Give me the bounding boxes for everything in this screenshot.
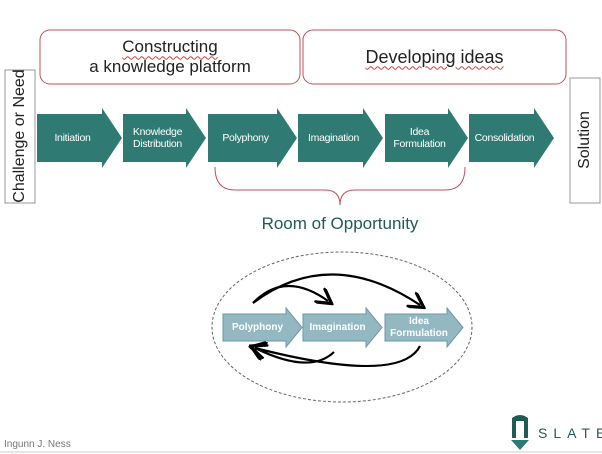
- process-step-label-line1: Initiation: [54, 131, 91, 144]
- slate-logo-icon: [511, 415, 529, 450]
- room-of-opportunity-label: Room of Opportunity: [261, 214, 419, 234]
- phase-developing-label: Developing ideas: [365, 46, 504, 67]
- phase-constructing-line2: a knowledge platform: [89, 57, 251, 76]
- room-brace: [214, 166, 466, 206]
- cycle-step-label-line1: Idea: [408, 316, 429, 327]
- cycle-step-label-line2: Formulation: [390, 327, 448, 339]
- process-step-label-line2: Distribution: [133, 138, 182, 150]
- cycle-step-arrow-1: [302, 306, 383, 349]
- process-step-label: Polyphony: [208, 110, 283, 166]
- slate-logo-text: SLATE: [538, 425, 602, 441]
- process-step-arrow-3: [298, 108, 383, 168]
- room-ellipse: [211, 251, 473, 403]
- cycle-step-arrow-2: [384, 306, 464, 349]
- process-step-arrow-4: [385, 108, 468, 168]
- process-step-arrow-5: [469, 108, 554, 168]
- cycle-step-label-line1: Polyphony: [231, 321, 284, 333]
- process-step-label-line1: Idea: [409, 125, 430, 138]
- phase-developing: Developing ideas: [303, 30, 566, 84]
- process-step-arrow-0: [37, 108, 122, 168]
- process-step-label: Initiation: [37, 110, 108, 166]
- phase-box-constructing: [39, 29, 301, 85]
- process-step-arrow-2: [208, 108, 297, 168]
- curved-arrow-polyphony-to-idea: [252, 273, 420, 305]
- start-label: Challenge or Need: [11, 69, 28, 203]
- cycle-step-label: Polyphony: [223, 310, 292, 345]
- phase-constructing: Constructing a knowledge platform: [40, 34, 300, 80]
- author-label: Ingunn J. Ness: [4, 439, 71, 450]
- curved-arrow-idea-to-polyphony: [255, 346, 421, 368]
- process-step-label-line1: Imagination: [308, 131, 359, 144]
- start-box: [4, 69, 36, 204]
- cycle-step-label-line1: Imagination: [309, 321, 366, 333]
- process-step-label-line2: Formulation: [393, 138, 446, 150]
- end-box: [569, 77, 601, 204]
- process-step-label-line1: Consolidation: [474, 131, 535, 144]
- process-step-label-line1: Polyphony: [222, 131, 269, 144]
- process-step-label-line1: Knowledge: [132, 125, 183, 138]
- process-step-label: Imagination: [298, 110, 369, 166]
- cycle-step-label: Imagination: [303, 310, 372, 345]
- phase-box-developing: [302, 29, 567, 85]
- cycle-step-arrow-0: [222, 306, 303, 349]
- process-step-arrow-1: [123, 108, 206, 168]
- process-step-label: Consolidation: [469, 110, 540, 166]
- end-label: Solution: [576, 111, 593, 169]
- phase-constructing-line1: Constructing: [122, 37, 218, 57]
